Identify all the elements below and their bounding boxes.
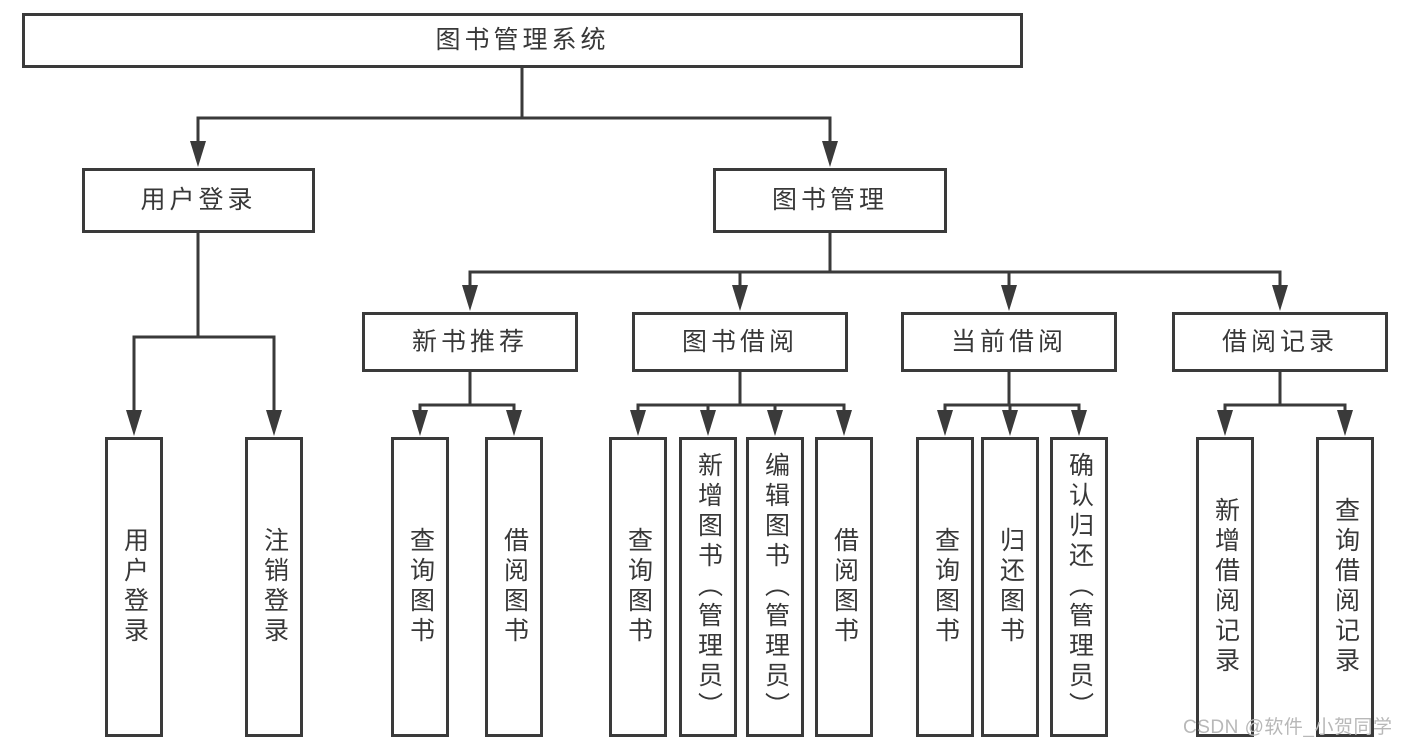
arrowhead: [732, 285, 748, 311]
connector-userlogin-to-leaves: [132, 233, 276, 415]
leaf-confirm-return-admin: 确认归还（管理员）: [1050, 437, 1108, 737]
leaf-add-borrow-record: 新增借阅记录: [1196, 437, 1254, 737]
arrowhead: [700, 410, 716, 436]
connector-newrec-to-leaves: [418, 372, 516, 415]
leaf-return-books: 归还图书: [981, 437, 1039, 737]
watermark: CSDN @软件_小贺同学: [1183, 717, 1393, 738]
node-book-borrow: 图书借阅: [632, 312, 848, 372]
leaf-logout: 注销登录: [245, 437, 303, 737]
arrowhead: [412, 410, 428, 436]
leaf-query-books-1: 查询图书: [391, 437, 449, 737]
connector-currentborrow-to-leaves: [943, 372, 1081, 415]
node-new-book-recommend: 新书推荐: [362, 312, 578, 372]
node-current-borrow: 当前借阅: [901, 312, 1117, 372]
node-book-management: 图书管理: [713, 168, 947, 233]
leaf-edit-book-admin: 编辑图书（管理员）: [746, 437, 804, 737]
leaf-user-login: 用户登录: [105, 437, 163, 737]
arrowhead: [462, 285, 478, 311]
arrowhead: [822, 141, 838, 167]
arrowhead: [1071, 410, 1087, 436]
arrowheads: [126, 141, 1353, 436]
connector-bookborrow-to-leaves: [636, 372, 846, 415]
arrowhead: [630, 410, 646, 436]
arrowhead: [1001, 285, 1017, 311]
leaf-borrow-books-2: 借阅图书: [815, 437, 873, 737]
node-root: 图书管理系统: [22, 13, 1023, 68]
arrowhead: [266, 410, 282, 436]
arrowhead: [1337, 410, 1353, 436]
leaf-add-book-admin: 新增图书（管理员）: [679, 437, 737, 737]
leaf-query-borrow-record: 查询借阅记录: [1316, 437, 1374, 737]
node-borrow-records: 借阅记录: [1172, 312, 1388, 372]
connector-bookmgmt-to-level3: [468, 233, 1282, 290]
arrowhead: [767, 410, 783, 436]
arrowhead: [126, 410, 142, 436]
connector-records-to-leaves: [1223, 372, 1347, 415]
leaf-query-books-3: 查询图书: [916, 437, 974, 737]
connector-lines: [132, 68, 1347, 415]
arrowhead: [1002, 410, 1018, 436]
leaf-query-books-2: 查询图书: [609, 437, 667, 737]
connector-root-to-level2: [196, 68, 832, 146]
arrowhead: [506, 410, 522, 436]
arrowhead: [1272, 285, 1288, 311]
arrowhead: [836, 410, 852, 436]
arrowhead: [190, 141, 206, 167]
arrowhead: [937, 410, 953, 436]
node-user-login: 用户登录: [82, 168, 315, 233]
arrowhead: [1217, 410, 1233, 436]
leaf-borrow-books-1: 借阅图书: [485, 437, 543, 737]
